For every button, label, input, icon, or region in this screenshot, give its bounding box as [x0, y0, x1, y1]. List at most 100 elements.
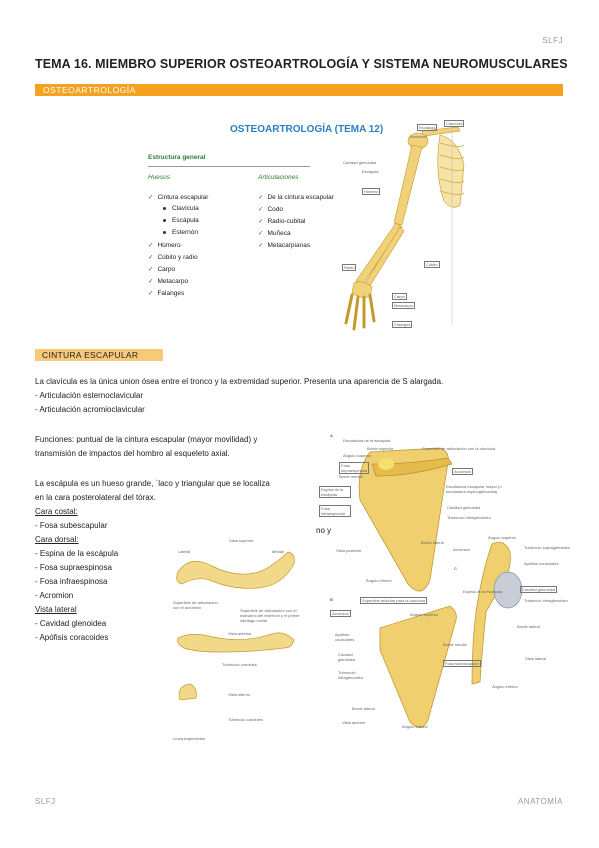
- check-icon: ✓: [148, 278, 154, 285]
- label-B: B: [330, 597, 333, 602]
- paragraph: - Articulación esternoclavicular: [35, 391, 144, 400]
- label-fosa-infra: Fosa infraespinosa: [319, 505, 351, 517]
- list-item: Clavícula: [163, 205, 199, 212]
- label-borde-lateral-b: Borde lateral: [352, 706, 375, 711]
- check-icon: ✓: [258, 230, 264, 237]
- section-band: OSTEOARTROLOGÍA: [35, 84, 563, 96]
- paragraph: Funciones: puntual de la cintura escapul…: [35, 435, 258, 444]
- estructura-heading: Estructura general: [148, 154, 206, 161]
- label-cavidad: Cavidad glenoidea: [343, 160, 377, 165]
- list-item: Escápula: [163, 217, 199, 224]
- list-item: Esternón: [163, 229, 198, 236]
- label-vista-anterior: Vista anterior: [228, 631, 252, 636]
- scapula-illustration: [358, 447, 523, 728]
- footer-left: SLFJ: [35, 797, 56, 806]
- label-linea: Línea trapezoidea: [173, 736, 206, 741]
- page-title: TEMA 16. MIEMBRO SUPERIOR OSTEOARTROLOGÍ…: [35, 57, 568, 71]
- label-apof-b: Apófisis coracoides: [335, 632, 355, 642]
- list-item: ✓Radio-cubital: [258, 218, 306, 225]
- label-angulo-superior: Ángulo superior: [343, 453, 372, 458]
- label-vista-anterior-b: Vista anterior: [342, 720, 366, 725]
- label-tub-infra: Tubérculo infraglenoideo: [524, 598, 568, 603]
- check-icon: ✓: [148, 254, 154, 261]
- paragraph: en la cara posterolateral del tórax.: [35, 493, 156, 502]
- label-clavicula-box: Clavícula: [444, 120, 465, 127]
- divider: [148, 166, 310, 167]
- label-cavidad-box: Cavidad glenoidea: [520, 586, 558, 593]
- label-carpo: Carpo: [392, 293, 407, 300]
- subheading: Vista lateral: [35, 605, 77, 614]
- label-acromion-c: Acromion: [453, 547, 470, 552]
- cut-text: no y: [316, 526, 332, 535]
- label-angulo-inferior-c: Ángulo inferior: [492, 684, 518, 689]
- articulaciones-heading: Articulaciones: [258, 174, 299, 181]
- list-item: - Fosa infraespinosa: [35, 577, 108, 586]
- label-humero: Húmero: [362, 188, 381, 195]
- label-vista-inferior: Vista inferior: [228, 692, 251, 697]
- list-item: ✓Metacarpo: [148, 278, 189, 285]
- check-icon: ✓: [148, 290, 154, 297]
- label-angulo-inferior: Ángulo inferior: [366, 578, 392, 583]
- label-espina-c: Espina de la escápula: [463, 589, 503, 594]
- list-item: - Cavidad glenoidea: [35, 619, 107, 628]
- label-tub-supra: Tubérculo supraglenoideo: [524, 545, 571, 550]
- label-vista-superior: Vista superior: [229, 538, 254, 543]
- label-escapula2: Escápula: [362, 169, 379, 174]
- label-escotadura-mayor: Escotadura escapular mayor (o escotadura…: [446, 484, 502, 494]
- label-fosa-supra: Fosa supraespinosa: [339, 462, 369, 474]
- label-sup-art: Superficie de articulación con el acromi…: [173, 600, 218, 610]
- huesos-heading: Huesos: [148, 174, 171, 181]
- label-acromion-box: Acromion: [452, 468, 473, 475]
- check-icon: ✓: [258, 194, 264, 201]
- label-C: C: [454, 566, 457, 571]
- label-tub-b: Tubérculo infraglenoideo: [338, 670, 364, 680]
- list-item: ✓Muñeca: [258, 230, 291, 237]
- label-ang-sup-b: Ángulo superior: [410, 612, 439, 617]
- list-item: ✓Carpo: [148, 266, 176, 273]
- label-falanges: Falanges: [392, 321, 413, 328]
- label-A: A: [330, 433, 333, 438]
- list-item: - Espina de la escápula: [35, 549, 119, 558]
- check-icon: ✓: [148, 194, 154, 201]
- paragraph: transmisión de impactos del hombro al es…: [35, 449, 230, 458]
- label-borde-lateral: Borde lateral: [421, 540, 444, 545]
- label-borde-superior: Borde superior: [367, 446, 394, 451]
- label-acromion-b: Acromion: [330, 610, 351, 617]
- list-item: ✓Metacarpianas: [258, 242, 311, 249]
- list-item: ✓Falanges: [148, 290, 185, 297]
- label-sup-art-b: Superficie articular para la clavícula: [360, 597, 428, 604]
- label-borde-medial-b: Borde medial: [443, 642, 467, 647]
- arm-skeleton-illustration: [344, 126, 465, 331]
- clavicle-illustration: [176, 551, 295, 700]
- label-fosa-sub: Fosa subescapular: [443, 660, 481, 667]
- bullet-icon: [163, 218, 166, 222]
- label-tubercle2: Tubérculo conoides: [228, 717, 263, 722]
- label-borde-medial: Borde medial: [339, 474, 363, 479]
- subheading: Cara dorsal:: [35, 535, 79, 544]
- header-tag: SLFJ: [542, 36, 563, 45]
- label-sup-art2: Superficie de articulación con el manubr…: [240, 608, 300, 623]
- check-icon: ✓: [258, 206, 264, 213]
- list-item: - Fosa subescapular: [35, 521, 108, 530]
- paragraph: - Articulación acromioclavicular: [35, 405, 145, 414]
- label-cubito: Cúbito: [424, 261, 440, 268]
- list-item: ✓De la cintura escapular: [258, 194, 334, 201]
- check-icon: ✓: [148, 266, 154, 273]
- bullet-icon: [163, 230, 166, 234]
- label-radio: Radio: [342, 264, 357, 271]
- check-icon: ✓: [148, 242, 154, 249]
- list-item: ✓Húmero: [148, 242, 181, 249]
- paragraph: La clavícula es la única union ósea entr…: [35, 377, 444, 386]
- label-vista-posterior: Vista posterior: [336, 548, 362, 553]
- label-acromion: Acromion: [410, 134, 427, 139]
- section-heading: CINTURA ESCAPULAR: [35, 349, 163, 361]
- section-heading-label: CINTURA ESCAPULAR: [42, 350, 139, 360]
- subheading: Cara costal:: [35, 507, 78, 516]
- label-ang-inf-b: Ángulo inferior: [402, 724, 428, 729]
- label-sup-articulacion: Superficie de articulación con la clavíc…: [422, 446, 496, 451]
- label-apofisis: Apófisis coracoides: [524, 561, 559, 566]
- check-icon: ✓: [258, 242, 264, 249]
- paragraph: La escápula es un hueso grande, ˋlaco y …: [35, 479, 270, 488]
- label-tubercle: Tubérculo conoides: [222, 662, 257, 667]
- list-item: ✓Cintura escapular: [148, 194, 209, 201]
